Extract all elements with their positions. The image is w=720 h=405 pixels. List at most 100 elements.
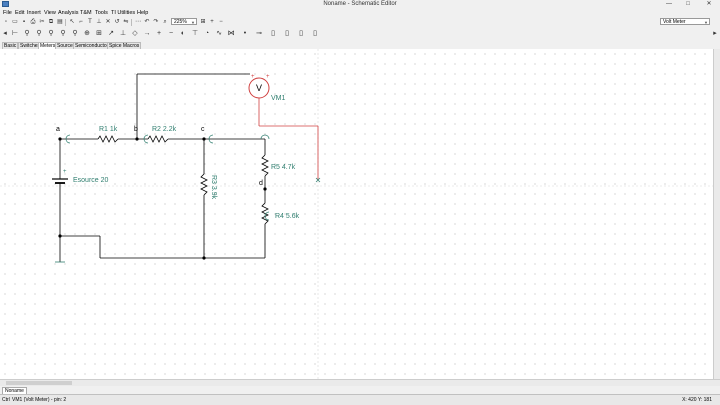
delete-icon[interactable]: ✕ — [105, 19, 111, 25]
component-toolbar: ◂ ⊢ ⚲ ⚲ ⚲ ⚲ ⚲ ⊕ ⊞ ↗ ⊥ ◇ → + − ◐ ⊤ ◔ ∿ ⋈ … — [0, 27, 720, 42]
battery-polarity-plus: + — [63, 169, 67, 175]
junction[interactable] — [58, 234, 62, 238]
ammeter-icon[interactable]: ⊢ — [11, 30, 19, 37]
redo-icon[interactable]: ↷ — [153, 19, 159, 25]
voltmeter-vm1-symbol[interactable] — [248, 77, 270, 99]
resistor-r5-symbol[interactable] — [261, 154, 269, 177]
select-arrow-icon[interactable]: ↖ — [69, 19, 75, 25]
minus-probe-icon[interactable]: − — [168, 30, 174, 37]
junction-a[interactable] — [58, 137, 62, 141]
tab-basic[interactable]: Basic — [2, 42, 19, 49]
oscilloscope-icon[interactable]: ⊕ — [84, 30, 90, 37]
current-arrow-icon[interactable]: ↗ — [108, 30, 114, 37]
junction[interactable] — [202, 256, 206, 260]
maximize-button[interactable]: □ — [686, 1, 690, 7]
lamp-icon[interactable]: ▯ — [313, 30, 317, 37]
junction-c[interactable] — [202, 137, 206, 141]
minimize-button[interactable]: — — [666, 1, 672, 7]
junction-b[interactable] — [135, 137, 139, 141]
menu-insert[interactable]: Insert — [27, 10, 41, 16]
zoom-out-icon[interactable]: − — [219, 19, 223, 25]
label-r4[interactable]: R4 5.6k — [275, 213, 300, 220]
network-icon[interactable]: ⋈ — [227, 30, 235, 37]
status-bar: Ctrl VM1 (Volt Meter) - pin: 2 X: 420 Y:… — [0, 394, 720, 405]
timer-icon[interactable]: ◔ — [204, 30, 210, 37]
junction-d[interactable] — [263, 187, 267, 191]
open-icon[interactable]: ▭ — [12, 19, 18, 25]
menu-tools[interactable]: Tools — [95, 10, 108, 16]
close-button[interactable]: ✕ — [706, 1, 712, 7]
node-label-d: d — [259, 180, 263, 187]
signal-analyzer-icon[interactable]: ⊞ — [96, 30, 102, 37]
pin-marker — [143, 134, 149, 144]
voltmeter-symbol-letter: V — [256, 83, 262, 93]
wattmeter-icon[interactable]: ⚲ — [72, 30, 78, 37]
counter-icon[interactable]: ▯ — [271, 30, 275, 37]
horizontal-scrollbar-thumb[interactable] — [6, 381, 72, 385]
probe-icon[interactable]: ⚲ — [24, 30, 30, 37]
palette-scroll-right-icon[interactable]: ▸ — [713, 30, 717, 37]
horizontal-scrollbar[interactable] — [0, 379, 720, 386]
cut-icon[interactable]: ✂ — [39, 19, 45, 25]
title-bar: Noname - Schematic Editor — □ ✕ — [0, 0, 720, 9]
palette-scroll-left-icon[interactable]: ◂ — [3, 30, 7, 37]
plus-probe-icon[interactable]: + — [156, 30, 162, 37]
pin-probe-icon[interactable]: ⚲ — [48, 30, 54, 37]
cursor-icon[interactable]: ▯ — [285, 30, 289, 37]
text-tool-icon[interactable]: T — [88, 19, 92, 25]
undo-icon[interactable]: ↶ — [144, 19, 150, 25]
component-select[interactable]: Volt Meter▼ — [660, 18, 710, 25]
gauge-icon[interactable]: ◐ — [180, 30, 186, 37]
tab-spice-macros[interactable]: Spice Macros — [107, 42, 142, 49]
mirror-icon[interactable]: ⇋ — [123, 19, 129, 25]
zoom-in-icon[interactable]: + — [210, 19, 214, 25]
bias-icon[interactable]: ⊤ — [191, 30, 199, 37]
resistor-r3-symbol[interactable] — [200, 173, 208, 196]
menu-tm[interactable]: T&M — [80, 10, 92, 16]
label-r1[interactable]: R1 1k — [99, 126, 118, 133]
wire-icon[interactable]: ⌐ — [79, 19, 83, 25]
tag-icon[interactable]: ⊸ — [256, 30, 262, 37]
paste-icon[interactable]: ▤ — [57, 19, 63, 25]
menu-view[interactable]: View — [44, 10, 56, 16]
pin-marker — [264, 211, 270, 221]
cursor-marker — [315, 177, 321, 183]
frame-icon[interactable]: ▯ — [299, 30, 303, 37]
copy-icon[interactable]: ⧉ — [48, 19, 54, 25]
label-vm1[interactable]: VM1 — [271, 95, 286, 102]
wave-icon[interactable]: ∿ — [216, 30, 222, 37]
resistor-r4-symbol[interactable] — [261, 202, 269, 225]
label-r2[interactable]: R2 2.2k — [152, 126, 177, 133]
vertical-scrollbar[interactable] — [713, 49, 720, 379]
resistor-r2-symbol[interactable] — [147, 135, 169, 143]
pin-icon[interactable]: ⊥ — [96, 19, 102, 25]
new-icon[interactable]: ▫ — [4, 19, 8, 25]
grid-icon[interactable]: ⋯ — [135, 19, 141, 25]
node-label-c: c — [201, 126, 205, 133]
ground-probe-icon[interactable]: ◇ — [132, 30, 138, 37]
menu-file[interactable]: File — [3, 10, 12, 16]
menu-analysis[interactable]: Analysis — [58, 10, 79, 16]
voltage-pin-icon[interactable]: ⊥ — [119, 30, 127, 37]
save-icon[interactable]: ▪ — [22, 19, 26, 25]
label-r5[interactable]: R5 4.7k — [271, 164, 296, 171]
schematic-canvas[interactable]: V + + + a b c d R1 1k R2 2.2k R5 4.7k R4… — [0, 49, 720, 379]
rotate-icon[interactable]: ↺ — [114, 19, 120, 25]
menu-ti-utilities[interactable]: TI Utilities — [111, 10, 136, 16]
label-esource[interactable]: Esource 20 — [73, 177, 109, 184]
status-mode: Ctrl — [2, 397, 10, 403]
fit-page-icon[interactable]: ⊞ — [200, 19, 206, 25]
menu-edit[interactable]: Edit — [15, 10, 25, 16]
menu-help[interactable]: Help — [137, 10, 149, 16]
zoom-icon[interactable]: ⌕ — [163, 19, 167, 25]
arrow-right-icon[interactable]: → — [143, 30, 151, 37]
resistor-r1-symbol[interactable] — [97, 135, 119, 143]
menu-bar: File Edit Insert View Analysis T&M Tools… — [0, 9, 720, 17]
print-icon[interactable]: ⎙ — [30, 19, 36, 25]
node-icon[interactable]: • — [243, 30, 247, 37]
window-title: Noname - Schematic Editor — [323, 1, 397, 7]
zoom-select[interactable]: 225%▼ — [171, 18, 197, 25]
voltmeter-icon[interactable]: ⚲ — [36, 30, 42, 37]
meter-icon[interactable]: ⚲ — [60, 30, 66, 37]
label-r3[interactable]: R3 3.9k — [210, 175, 217, 200]
